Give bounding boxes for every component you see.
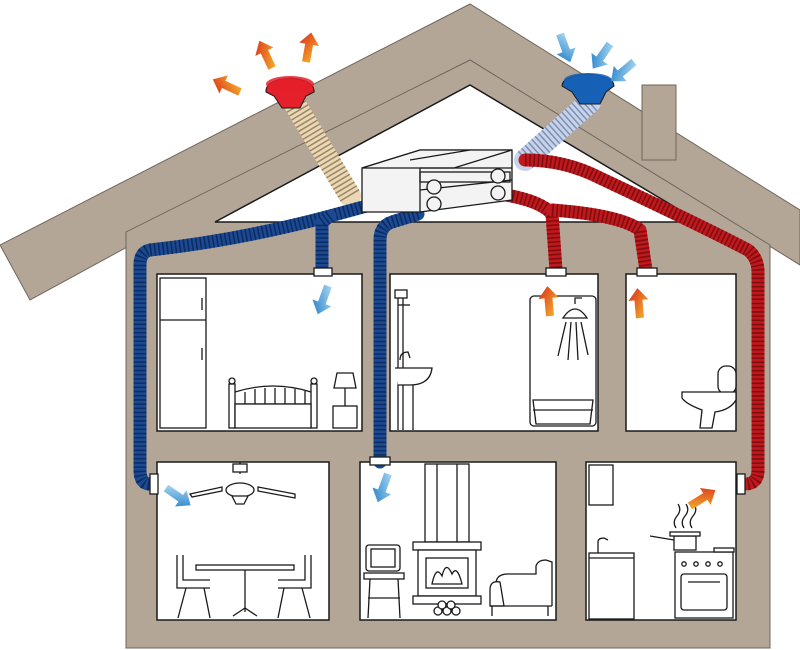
bathroom-furniture [394,289,597,430]
vent-bedroom [313,267,333,277]
blue-arrow-icon [312,284,332,315]
ductwork [133,85,765,491]
bed-icon [228,377,318,429]
armchair-icon [489,559,553,616]
cooking-pot-icon [649,503,701,551]
blue-arrow-icon [591,41,614,69]
warm-arrow-icon [255,40,276,70]
vent-bathroom [545,267,567,277]
warm-arrow-icon [538,286,559,317]
bathtub-icon [529,295,597,427]
toilet-icon [681,365,737,429]
table-icon [195,564,295,617]
warm-arrow-icon [212,75,242,96]
exhaust-duct-rings [280,90,360,202]
supply-duct-living-rings [373,207,420,462]
bedroom-furniture [159,277,358,429]
red-roof-cap-icon [265,76,315,109]
cabinet-icon [588,464,635,620]
heat-recovery-unit-icon [361,149,513,213]
blue-arrow-icon [611,58,637,82]
chimney [641,84,677,161]
fireplace-icon [412,463,482,616]
blue-arrow-icon [372,472,392,503]
ceiling-fan-icon [188,462,296,505]
dining-furniture [176,462,312,619]
shower-icon [557,297,589,361]
sink-icon [394,289,433,430]
roof [0,3,800,301]
supply-duct-main-rings [133,185,420,491]
flow-arrows [163,32,716,510]
bedside-lamp-icon [332,372,358,429]
blue-roof-cap-icon [561,73,615,105]
intake-duct-rings [517,93,598,169]
warm-arrow-icon [687,487,716,510]
toilet-furniture [681,365,737,429]
vent-terminals [149,267,746,495]
wardrobe-icon [159,277,207,429]
tv-icon [363,544,405,619]
extract-duct-main-rings [524,153,765,491]
vent-dining [149,473,159,495]
supply-duct-bedroom-rings [315,210,334,270]
room-toilet [625,273,737,432]
vent-living [369,456,391,466]
vent-toilet [636,267,658,277]
chair-icon [176,555,312,619]
blue-arrow-icon [556,32,576,63]
stove-icon [674,547,735,619]
extract-duct-toilet [545,203,653,277]
vent-kitchen [736,473,746,495]
living-furniture [363,463,553,619]
kitchen-furniture [588,464,735,620]
blue-arrow-icon [163,484,191,507]
warm-arrow-icon [628,288,649,319]
warm-arrow-icon [299,32,319,63]
